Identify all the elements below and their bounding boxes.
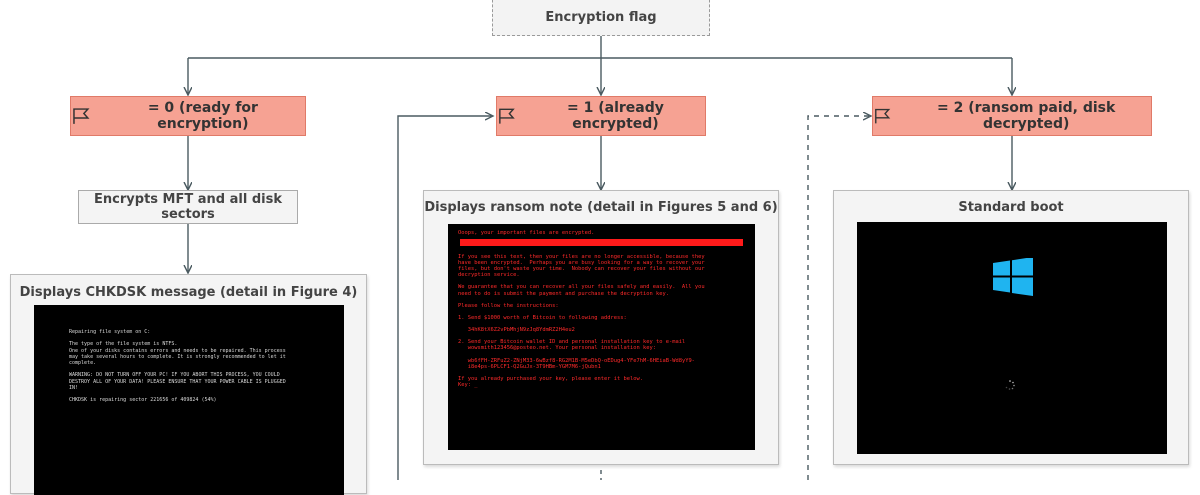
ransom-panel: Displays ransom note (detail in Figures … [423,190,779,465]
loading-spinner-icon [1005,380,1015,390]
boot-screen [857,222,1167,454]
ransom-screen: Ooops, your important files are encrypte… [448,224,755,450]
state-node-1: = 1 (already encrypted) [496,96,706,136]
windows-logo-icon [993,258,1033,296]
standard-boot-panel: Standard boot [833,190,1189,465]
connector-lines [0,36,1200,480]
ransom-body: If you see this text, then your files ar… [458,254,705,388]
ransom-heading: Ooops, your important files are encrypte… [458,230,595,236]
encryption-flag-label: Encryption flag [545,9,657,25]
encrypts-node: Encrypts MFT and all disk sectors [78,190,298,224]
encryption-flag-node: Encryption flag [492,0,710,36]
ransom-title: Displays ransom note (detail in Figures … [424,200,778,215]
flag-icon [499,108,515,124]
chkdsk-screen-text: Repairing file system on C: The type of … [69,329,286,404]
standard-boot-title: Standard boot [958,200,1064,215]
state-node-0: = 0 (ready for encryption) [70,96,306,136]
chkdsk-panel: Displays CHKDSK message (detail in Figur… [10,274,367,495]
state-node-2: = 2 (ransom paid, disk decrypted) [872,96,1152,136]
state-label-0: = 0 (ready for encryption) [147,100,258,132]
state-label-1: = 1 (already encrypted) [567,100,664,132]
chkdsk-title: Displays CHKDSK message (detail in Figur… [19,285,358,300]
ransom-red-bar [460,239,743,246]
flag-icon [73,108,90,124]
chkdsk-screen: Repairing file system on C: The type of … [34,305,344,495]
state-label-2: = 2 (ransom paid, disk decrypted) [937,100,1116,132]
encrypts-label: Encrypts MFT and all disk sectors [94,192,282,222]
flag-icon [875,108,891,124]
